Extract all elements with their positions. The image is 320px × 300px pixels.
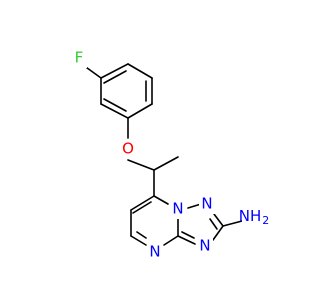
bond-c5-n4-inner bbox=[136, 231, 147, 239]
bond-n3-c3a-inner bbox=[181, 231, 195, 239]
amine-subscript: 2 bbox=[262, 214, 269, 227]
bond-c7-c6 bbox=[130, 195, 155, 211]
fluorine-atom: F bbox=[71, 48, 87, 68]
bond-n4-c3a bbox=[163, 235, 179, 246]
oxygen-label: O bbox=[122, 140, 134, 158]
bridge-nitrogen-label: N bbox=[172, 200, 183, 218]
bond-c2-nh2 bbox=[222, 220, 243, 227]
bond-n8a-c7 bbox=[153, 195, 169, 205]
bond-ring-d bbox=[127, 103, 153, 119]
pyrimidine-nitrogen-atom: N bbox=[147, 242, 163, 262]
bond-c5-n4 bbox=[130, 235, 147, 246]
bond-ring-a bbox=[100, 63, 129, 79]
triazole-nitrogen-4-label: N bbox=[199, 237, 210, 255]
bond-c2-n3 bbox=[212, 225, 224, 241]
bond-n8a-n1 bbox=[187, 203, 202, 209]
triazole-nitrogen-4-atom: N bbox=[197, 236, 213, 256]
bond-n1-c2 bbox=[213, 213, 224, 227]
ether-oxygen-atom: O bbox=[120, 139, 136, 159]
amine-nh: NH bbox=[239, 207, 262, 225]
bond-n1-c2-inner bbox=[209, 218, 218, 230]
bond-ring-e-inner bbox=[103, 98, 127, 112]
bond-ring-a-inner bbox=[103, 70, 127, 84]
bridge-nitrogen-atom: N bbox=[170, 199, 186, 219]
triazole-nitrogen-2-atom: N bbox=[199, 194, 215, 214]
fluorine-label: F bbox=[75, 49, 84, 67]
structure-svg: F O N N N N bbox=[71, 48, 276, 262]
bond-c7-c6-inner bbox=[132, 201, 152, 214]
pyrimidine-nitrogen-label: N bbox=[149, 243, 160, 261]
atom-labels: F O N N N N bbox=[71, 48, 276, 262]
triazole-nitrogen-2-label: N bbox=[201, 195, 212, 213]
bond-o-ch bbox=[127, 159, 155, 171]
amine-group: NH2 bbox=[239, 205, 276, 229]
bond-ch-methyl bbox=[153, 156, 179, 171]
amine-label: NH2 bbox=[239, 207, 270, 228]
bond-ring-e bbox=[100, 103, 129, 119]
bond-n3-c3a bbox=[177, 235, 196, 245]
bonds bbox=[82, 63, 243, 246]
molecule-diagram: F O N N N N bbox=[71, 48, 276, 262]
bond-ring-b bbox=[127, 63, 153, 79]
